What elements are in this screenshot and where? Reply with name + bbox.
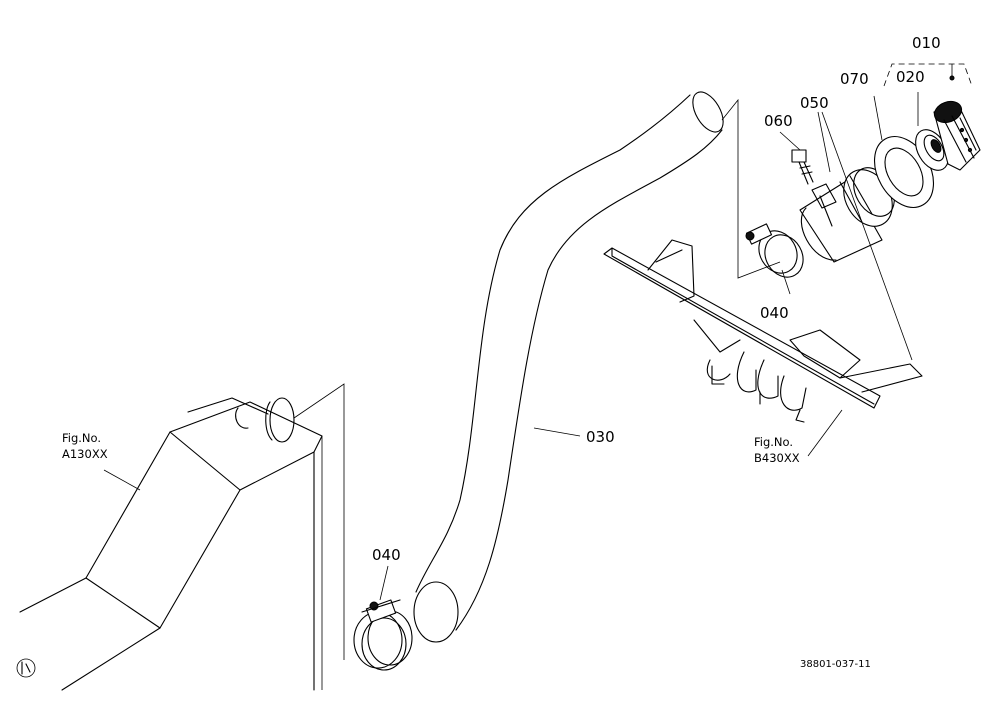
callout-050: 050	[800, 94, 829, 112]
air-hose	[413, 91, 724, 643]
callout-020: 020	[896, 68, 925, 86]
upper-hose-clamp	[745, 223, 804, 278]
assembly-line-right	[721, 98, 781, 279]
mounting-bracket	[603, 239, 923, 423]
lower-hose-clamp	[353, 599, 413, 671]
assembly-line-left	[293, 383, 345, 660]
callout-leaders	[103, 63, 973, 601]
precleaner-body	[799, 167, 895, 263]
callout-060: 060	[764, 112, 793, 130]
drawing-id: 38801-037-11	[800, 659, 871, 670]
left-fig-label: Fig.No.	[62, 431, 101, 445]
callout-070: 070	[840, 70, 869, 88]
right-fig-label: Fig.No.	[754, 435, 793, 449]
callout-040-upper: 040	[760, 304, 789, 322]
bolt	[791, 149, 814, 185]
callout-040-lower: 040	[372, 546, 401, 564]
right-fig-code: B430XX	[754, 451, 800, 465]
corner-logo-icon	[16, 658, 36, 678]
left-duct	[19, 397, 323, 691]
left-fig-code: A130XX	[62, 447, 108, 461]
callout-030: 030	[586, 428, 615, 446]
precleaner-cap	[933, 100, 981, 171]
callout-010: 010	[912, 34, 941, 52]
